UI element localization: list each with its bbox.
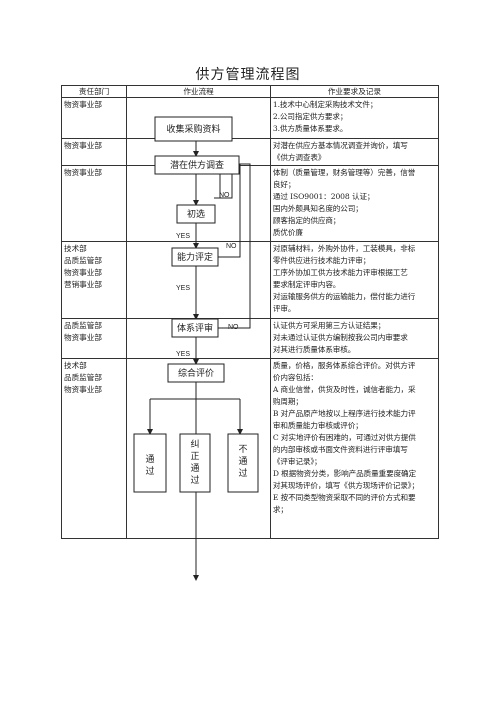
page-title: 供方管理流程图 (195, 67, 301, 83)
table-row: 技术部品质监管部物资事业部营销事业部 对原辅材料，外购外协件，工装模具，非标零件… (60, 241, 440, 319)
req-cell: 认证供方可采用第三方认证结果；对未通过认证供方编制按我公司内审要求对其进行质量体… (269, 318, 440, 359)
table-row: 技术部品质监管部物资事业部 质量，价格，服务体系综合评价。对供方评价内容包括：A… (60, 358, 440, 539)
header-flow: 作业流程 (126, 85, 271, 98)
process-table: 责任部门 作业流程 作业要求及记录 物资事业部 1.技术中心制定采购技术文件；2… (60, 85, 440, 539)
flow-cell (126, 97, 271, 139)
req-cell: 对潜在供应方基本情况调查并询价，填写《供方调查表》 (269, 138, 440, 166)
flow-cell (126, 138, 271, 166)
dept-cell: 品质监管部物资事业部 (60, 318, 128, 359)
table-row: 物资事业部 1.技术中心制定采购技术文件；2.公司指定供方要求；3.供方质量体系… (60, 97, 440, 139)
dept-cell: 物资事业部 (60, 138, 128, 166)
table-row: 物资事业部 对潜在供应方基本情况调查并询价，填写《供方调查表》 (60, 138, 440, 166)
req-cell: 1.技术中心制定采购技术文件；2.公司指定供方要求；3.供方质量体系要求。 (269, 97, 440, 139)
flow-cell (126, 241, 271, 319)
table-row: 品质监管部物资事业部 认证供方可采用第三方认证结果；对未通过认证供方编制按我公司… (60, 318, 440, 359)
flow-cell (126, 318, 271, 359)
dept-cell: 物资事业部 (60, 165, 128, 242)
header-dept: 责任部门 (60, 85, 128, 98)
header-req: 作业要求及记录 (269, 85, 440, 98)
flow-cell (126, 165, 271, 242)
dept-cell: 技术部品质监管部物资事业部营销事业部 (60, 241, 128, 319)
dept-cell: 物资事业部 (60, 97, 128, 139)
header-row: 责任部门 作业流程 作业要求及记录 (60, 85, 440, 98)
flow-cell (126, 358, 271, 539)
req-cell: 对原辅材料，外购外协件，工装模具，非标零件供应进行技术能力评审；工序外协加工供方… (269, 241, 440, 319)
table-row: 物资事业部 体制（质量管理，财务管理等）完善，信誉良好；通过 ISO9001：2… (60, 165, 440, 242)
req-cell: 质量，价格，服务体系综合评价。对供方评价内容包括：A 商业信誉，供货及时性，诚信… (269, 358, 440, 539)
dept-cell: 技术部品质监管部物资事业部 (60, 358, 128, 539)
req-cell: 体制（质量管理，财务管理等）完善，信誉良好；通过 ISO9001：2008 认证… (269, 165, 440, 242)
